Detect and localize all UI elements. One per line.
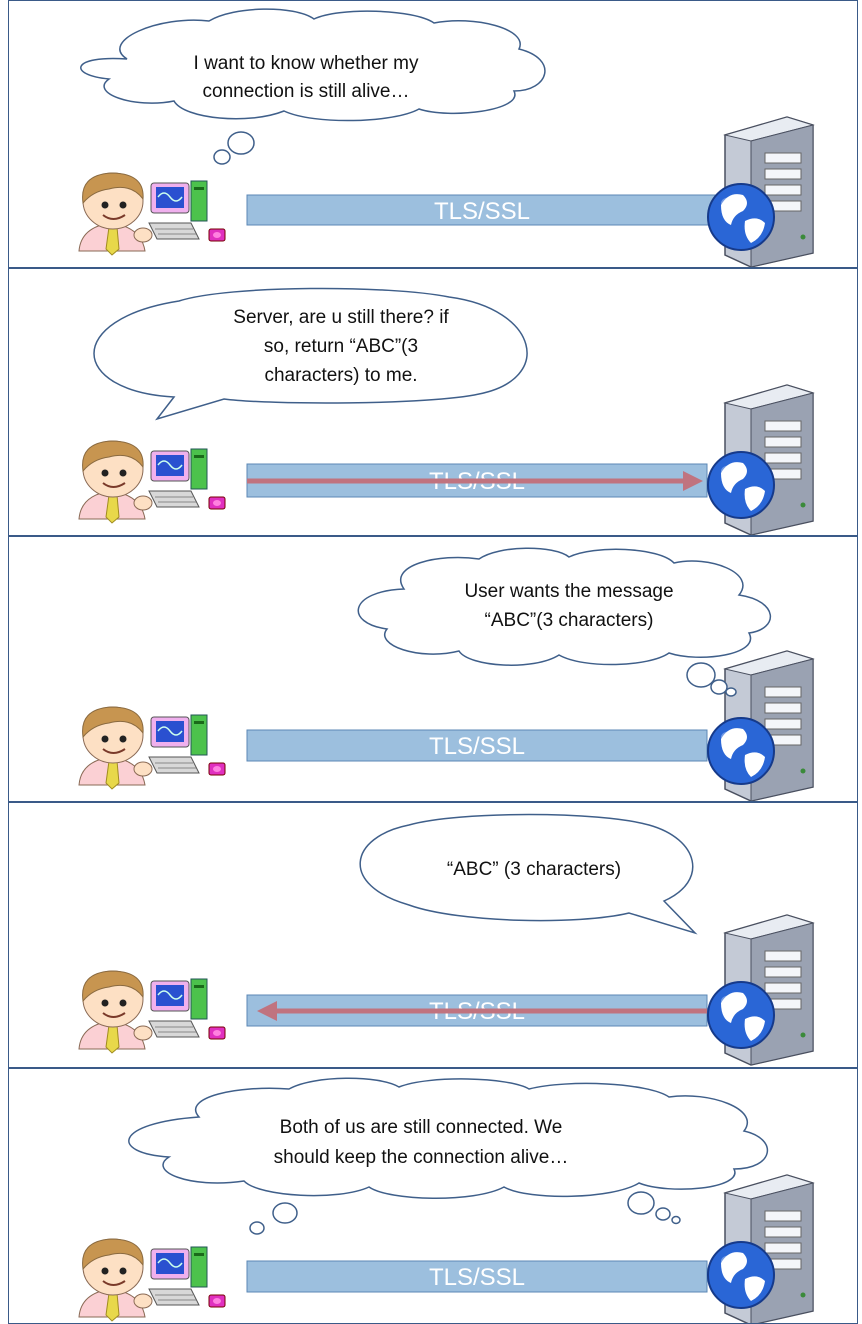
bubble-text: characters) to me. bbox=[264, 365, 417, 386]
computer-icon bbox=[148, 714, 226, 776]
computer-icon bbox=[148, 1246, 226, 1308]
panel-2-canvas: TLS/SSL bbox=[78, 287, 815, 535]
thought-bubble bbox=[128, 1077, 769, 1235]
thought-bubble bbox=[357, 547, 771, 697]
speech-bubble bbox=[359, 813, 698, 935]
bubble-text: should keep the connection alive… bbox=[274, 1147, 569, 1168]
panel-1: TLS/SSL bbox=[8, 0, 858, 268]
computer-icon bbox=[148, 978, 226, 1040]
server-icon bbox=[707, 384, 815, 535]
server-icon bbox=[707, 1174, 815, 1323]
arrow-to-server bbox=[247, 471, 703, 491]
arrow-to-client bbox=[257, 1001, 707, 1021]
user-icon bbox=[78, 706, 153, 790]
channel-label: TLS/SSL bbox=[429, 1264, 525, 1291]
channel-label: TLS/SSL bbox=[429, 733, 525, 760]
bubble-text: User wants the message bbox=[464, 581, 673, 602]
channel-label: TLS/SSL bbox=[434, 198, 530, 225]
panel-4: TLS/SSL bbox=[8, 802, 858, 1068]
panel-1-canvas: TLS/SSL bbox=[78, 8, 815, 267]
panel-3-canvas: TLS/SSL bbox=[78, 547, 815, 801]
panel-3: TLS/SSL bbox=[8, 536, 858, 802]
user-icon bbox=[78, 1238, 153, 1322]
channel-bar bbox=[246, 194, 718, 226]
server-icon bbox=[707, 650, 815, 801]
user-icon bbox=[78, 440, 153, 524]
computer-icon bbox=[148, 180, 226, 242]
panel-4-canvas: TLS/SSL bbox=[78, 813, 815, 1066]
bubble-text: so, return “ABC”(3 bbox=[264, 336, 418, 357]
bubble-text: Both of us are still connected. We bbox=[280, 1117, 563, 1138]
bubble-text: I want to know whether my bbox=[194, 53, 419, 74]
bubble-text: “ABC” (3 characters) bbox=[447, 859, 621, 880]
server-icon bbox=[707, 116, 815, 267]
user-icon bbox=[78, 172, 153, 256]
computer-icon bbox=[148, 448, 226, 510]
server-icon bbox=[707, 914, 815, 1066]
bubble-text: Server, are u still there? if bbox=[233, 307, 449, 328]
bubble-text: connection is still alive… bbox=[203, 81, 410, 102]
user-icon bbox=[78, 970, 153, 1054]
panel-2: TLS/SSL bbox=[8, 268, 858, 536]
thought-bubble bbox=[80, 8, 546, 165]
channel-bar bbox=[246, 729, 708, 762]
panel-5-canvas: TLS/SSL bbox=[78, 1077, 815, 1323]
channel-bar bbox=[246, 1260, 708, 1293]
bubble-text: “ABC”(3 characters) bbox=[485, 610, 654, 631]
panel-5: TLS/SSL bbox=[8, 1068, 858, 1324]
speech-bubble bbox=[93, 287, 528, 421]
